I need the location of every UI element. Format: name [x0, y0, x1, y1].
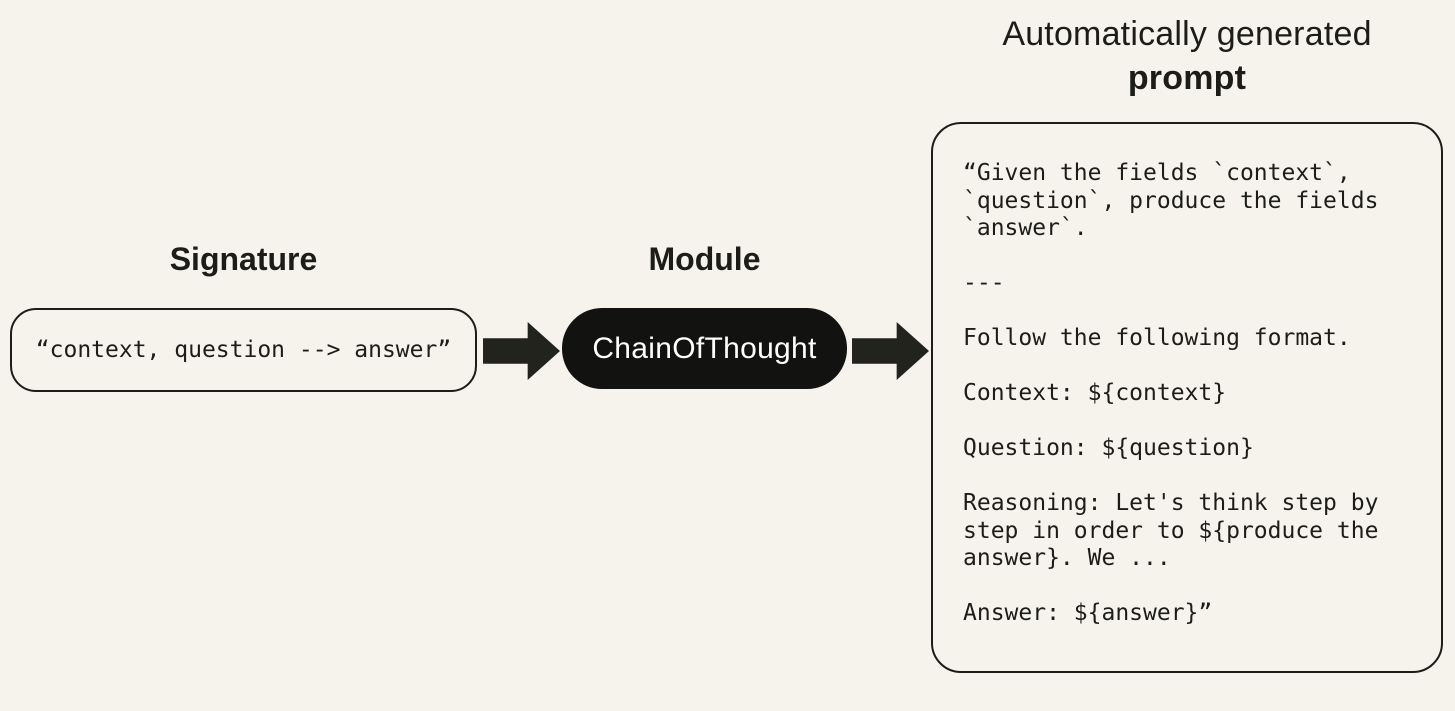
signature-heading: Signature [169, 241, 318, 277]
chain-of-thought-label: ChainOfThought [592, 331, 817, 365]
arrow-module-to-prompt-icon [852, 322, 929, 380]
prompt-box: “Given the fields `context`, `question`,… [931, 122, 1443, 673]
signature-value: “context, question --> answer” [35, 337, 452, 363]
prompt-title-line1: Automatically generated [1002, 15, 1372, 53]
module-heading: Module [648, 241, 761, 277]
arrow-signature-to-module-icon [483, 322, 560, 380]
prompt-title: Automatically generated prompt [931, 12, 1443, 100]
chain-of-thought-pill: ChainOfThought [562, 308, 847, 389]
prompt-title-line2: prompt [1127, 59, 1247, 97]
signature-box: “context, question --> answer” [10, 308, 477, 392]
prompt-text: “Given the fields `context`, `question`,… [963, 160, 1379, 626]
